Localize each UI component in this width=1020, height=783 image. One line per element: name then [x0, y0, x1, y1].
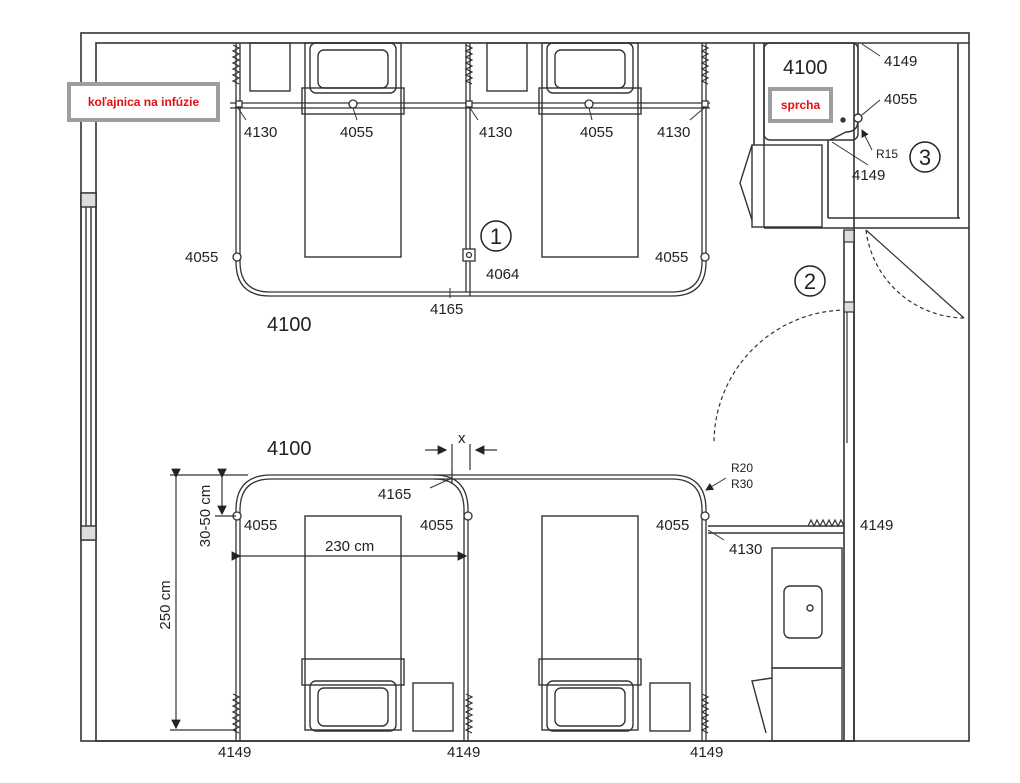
- bed-top-right: [486, 42, 642, 258]
- door-bath: [843, 229, 965, 319]
- label-gap: x: [458, 430, 466, 447]
- washbasin: [708, 525, 844, 742]
- marker-1: 1: [490, 224, 502, 249]
- bed-top-left: [249, 42, 405, 258]
- infusion-rail-callout: koľajnica na infúzie: [67, 82, 220, 122]
- label-radius-r30: R30: [731, 477, 753, 491]
- label-right-end: 4055: [655, 249, 688, 266]
- label-wall-right: 4149: [860, 517, 893, 534]
- label-rail-left: 4130: [244, 124, 277, 141]
- window: [80, 192, 97, 541]
- label-radius-r20: R20: [731, 461, 753, 475]
- bottom-points: [232, 511, 710, 521]
- marker-2: 2: [804, 269, 816, 294]
- label-bath-right: 4055: [884, 91, 917, 108]
- walls: [80, 32, 970, 742]
- label-bottom-right: 4055: [656, 517, 689, 534]
- room-code-bath: 4100: [783, 57, 828, 79]
- marker-circles: [480, 141, 941, 297]
- label-bath-bottom: 4149: [852, 167, 885, 184]
- marker-3: 3: [919, 145, 931, 170]
- leader-lines: [237, 43, 881, 541]
- top-points: [232, 99, 710, 262]
- dimension-lines: [170, 444, 497, 731]
- label-joint-top: 4165: [430, 301, 463, 318]
- label-floor-right: 4149: [690, 744, 723, 761]
- label-bottom-left: 4055: [244, 517, 277, 534]
- door-main: [713, 301, 855, 444]
- label-bed1-center: 4055: [340, 124, 373, 141]
- room-code-top: 4100: [267, 314, 312, 336]
- label-offset: 30-50 cm: [197, 485, 214, 548]
- bed-bottom-right: [538, 515, 691, 732]
- label-floor-left: 4149: [218, 744, 251, 761]
- label-bath-radius: R15: [876, 147, 898, 161]
- label-bottom-mid: 4055: [420, 517, 453, 534]
- label-joint-bottom: 4165: [378, 486, 411, 503]
- label-bath-top: 4149: [884, 53, 917, 70]
- label-rail-mid: 4130: [479, 124, 512, 141]
- label-rail-right: 4130: [657, 124, 690, 141]
- label-bed2-center: 4055: [580, 124, 613, 141]
- shower-callout: sprcha: [768, 87, 833, 123]
- shower-area: [763, 42, 863, 141]
- spring-brackets: [231, 44, 845, 734]
- label-width: 230 cm: [325, 538, 374, 555]
- label-anchor: 4064: [486, 266, 519, 283]
- bed-bottom-left: [301, 515, 454, 732]
- label-height: 250 cm: [157, 580, 174, 629]
- label-floor-mid: 4149: [447, 744, 480, 761]
- label-side-rail: 4130: [729, 541, 762, 558]
- curtain-track-bottom: [235, 470, 707, 741]
- sink-unit-top: [739, 144, 823, 228]
- label-left-end: 4055: [185, 249, 218, 266]
- room-code-bottom: 4100: [267, 438, 312, 460]
